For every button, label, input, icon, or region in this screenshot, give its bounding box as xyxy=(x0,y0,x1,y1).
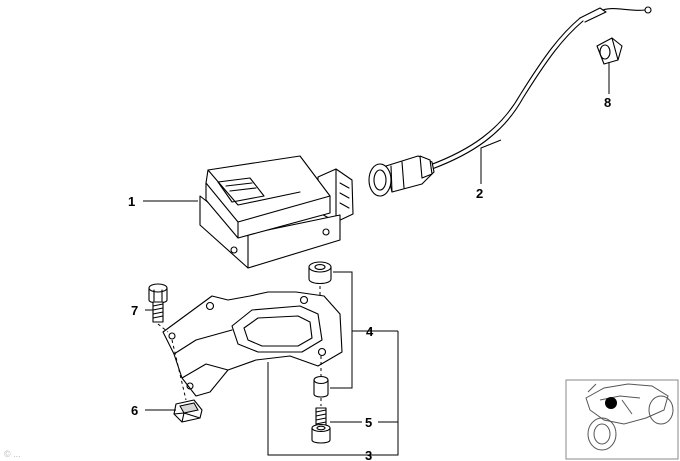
leader-lines xyxy=(143,62,610,456)
rubber-mount-top[interactable] xyxy=(308,261,332,285)
motorcycle-icon xyxy=(585,383,674,451)
bolt[interactable] xyxy=(148,283,168,323)
motorcycle-location-thumbnail[interactable] xyxy=(565,379,679,460)
callout-4: 4 xyxy=(366,324,374,339)
callout-2: 2 xyxy=(476,186,483,201)
clip[interactable] xyxy=(596,37,623,65)
callout-5: 5 xyxy=(365,415,372,430)
callout-8: 8 xyxy=(604,95,611,110)
screw[interactable] xyxy=(311,407,331,444)
callout-7: 7 xyxy=(131,303,138,318)
assembly-lines xyxy=(157,286,322,406)
spacer-sleeve[interactable] xyxy=(313,375,329,398)
control-unit[interactable] xyxy=(199,155,354,269)
bracket[interactable] xyxy=(162,291,343,397)
component-location-marker xyxy=(605,397,617,409)
nut-clip[interactable] xyxy=(173,399,203,423)
connector-cable[interactable] xyxy=(368,6,652,197)
callout-3: 3 xyxy=(365,448,372,461)
callout-6: 6 xyxy=(131,403,138,418)
watermark: © ... xyxy=(4,449,21,459)
callout-1: 1 xyxy=(128,194,135,209)
callout-labels: 1 2 3 4 5 6 7 8 xyxy=(128,95,611,461)
